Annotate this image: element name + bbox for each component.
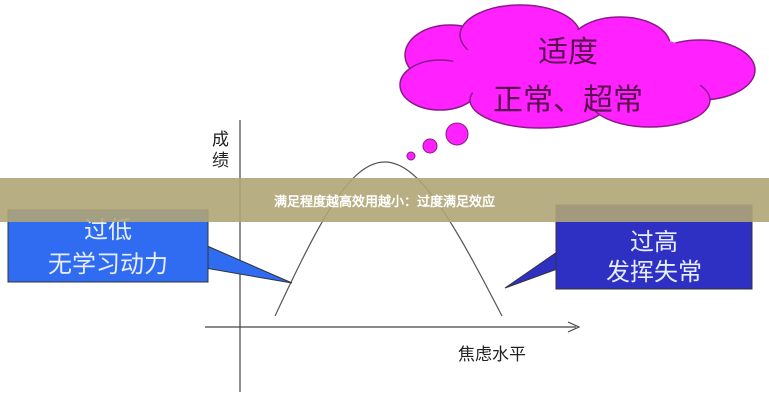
right-callout-pointer: [504, 249, 561, 289]
cloud-line-1: 适度: [538, 35, 598, 70]
left-callout-pointer: [204, 244, 293, 284]
thought-cloud: [399, 4, 756, 129]
thought-bubble-small: [406, 151, 416, 161]
thought-bubble-large: [445, 122, 469, 146]
x-axis-label: 焦虑水平: [458, 345, 526, 365]
right-box-line-2: 发挥失常: [606, 258, 702, 286]
caption-text: 满足程度越高效用越小：过度满足效应: [273, 194, 495, 210]
cloud-line-2: 正常、超常: [493, 83, 643, 118]
left-callout-box: [7, 209, 209, 283]
performance-curve: [274, 161, 503, 317]
right-box-line-1: 过高: [630, 228, 678, 256]
y-axis-label: 成绩: [212, 130, 229, 171]
caption-banner: 满足程度越高效用越小：过度满足效应: [0, 178, 769, 222]
x-axis-arrow-icon: [567, 321, 581, 333]
left-box-line-2: 无学习动力: [48, 250, 168, 278]
thought-bubble-medium: [422, 138, 438, 154]
